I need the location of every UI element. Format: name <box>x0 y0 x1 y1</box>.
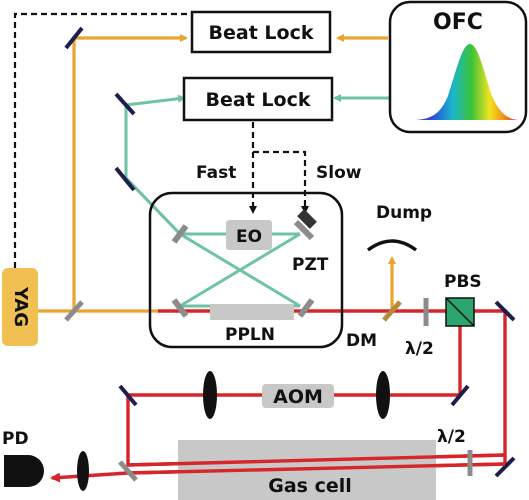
lens-pd <box>77 451 89 491</box>
lens-aom-left <box>203 371 217 419</box>
gas-cell-label: Gas cell <box>268 475 352 497</box>
yag-label: YAG <box>10 286 31 327</box>
beat-lock-mid-box <box>182 76 334 122</box>
beat-lock-top-label: Beat Lock <box>209 22 314 44</box>
ppln-label: PPLN <box>225 325 275 345</box>
photodetector <box>4 455 44 487</box>
red-beams-over-cell <box>127 453 506 475</box>
fast-label: Fast <box>196 163 236 183</box>
control-signal-lines <box>13 12 309 268</box>
lens-aom-right <box>376 371 390 419</box>
beat-lock-top-box <box>190 10 332 54</box>
green-beam-paths <box>124 94 395 308</box>
half-wave-1-label: λ/2 <box>405 339 434 359</box>
dm-label: DM <box>346 331 377 351</box>
pzt-actuator <box>293 209 317 241</box>
half-wave-2-label: λ/2 <box>437 427 466 447</box>
ofc-comb-box: OFC <box>388 0 528 134</box>
pickoff-mirror <box>118 460 138 482</box>
aom-label: AOM <box>273 386 323 408</box>
ppln-crystal <box>210 304 294 320</box>
yag-laser: YAG <box>2 268 38 346</box>
cavity-mirrors <box>171 224 315 318</box>
pbs-label: PBS <box>444 272 482 292</box>
eo-label: EO <box>236 227 262 247</box>
beat-lock-mid-label: Beat Lock <box>206 89 311 111</box>
pzt-label: PZT <box>292 255 329 275</box>
pd-label: PD <box>2 429 29 449</box>
aom-modulator <box>262 384 334 408</box>
steering-mirrors <box>64 26 516 478</box>
dump-label: Dump <box>376 203 432 223</box>
beam-dump <box>366 239 418 252</box>
ofc-label: OFC <box>433 10 483 35</box>
yag-splitter-mirror <box>64 300 84 322</box>
cavity-enclosure <box>148 191 344 349</box>
yag-beam-paths <box>38 34 396 313</box>
pbs-cube <box>445 297 475 327</box>
eo-modulator <box>226 220 272 250</box>
dichroic-mirror <box>382 300 402 322</box>
slow-label: Slow <box>316 163 362 183</box>
